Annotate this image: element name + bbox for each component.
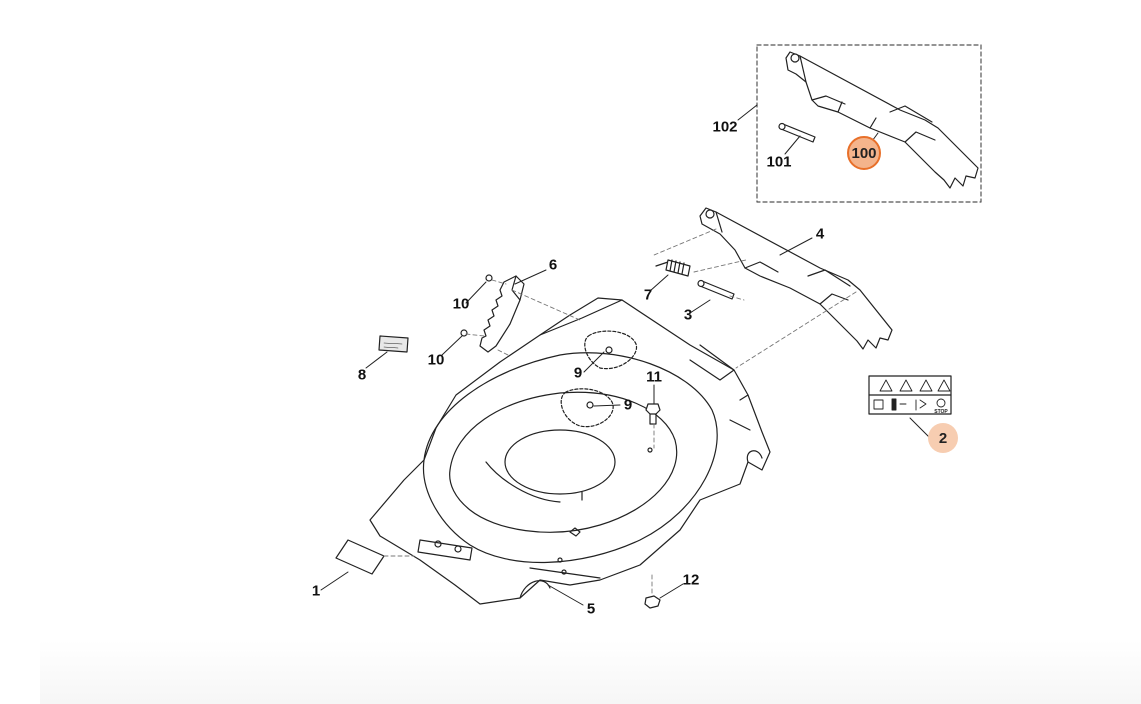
rear-flap-4[interactable] [699,207,893,350]
warning-triangle-icons [879,379,951,392]
callout-6[interactable]: 6 [548,256,558,274]
pin-3[interactable] [697,279,735,300]
kit-102-dashed-box [756,44,982,203]
callout-100-highlighted[interactable]: 100 [847,136,881,170]
footer-shade [40,640,1141,704]
callout-7[interactable]: 7 [643,286,653,304]
height-adjuster-6[interactable] [479,275,525,353]
label-8[interactable] [378,335,409,353]
pivot-pin-9-a[interactable] [605,346,613,354]
rear-flap-100[interactable] [785,51,979,189]
nut-12[interactable] [644,595,661,609]
callout-2-highlighted[interactable]: 2 [928,423,958,453]
callout-1[interactable]: 1 [311,582,321,600]
sticker-1[interactable] [335,539,385,575]
callout-102[interactable]: 102 [712,118,738,136]
instruction-icons [873,398,946,411]
callout-9b[interactable]: 9 [623,396,633,414]
leader-lines [320,104,930,606]
screw-10-a[interactable] [485,274,493,282]
spring-7[interactable] [655,259,691,277]
callout-5[interactable]: 5 [586,600,596,618]
pivot-pin-9-b[interactable] [586,401,594,409]
screw-10-b[interactable] [460,329,468,337]
callout-12[interactable]: 12 [682,571,700,589]
callout-11[interactable]: 11 [646,368,662,386]
bolt-11[interactable] [645,403,661,425]
warning-stop-text: STOP [934,409,948,415]
callout-4[interactable]: 4 [815,225,825,243]
callout-3[interactable]: 3 [683,306,693,324]
pin-101[interactable] [778,122,816,143]
callout-9a[interactable]: 9 [573,364,583,382]
callout-8[interactable]: 8 [357,366,367,384]
callout-10a[interactable]: 10 [452,295,470,313]
assembly-guides [383,228,857,597]
callout-101[interactable]: 101 [766,153,792,171]
callout-10b[interactable]: 10 [427,351,445,369]
mower-deck-5[interactable] [369,297,771,605]
warning-label-2[interactable] [868,375,952,415]
